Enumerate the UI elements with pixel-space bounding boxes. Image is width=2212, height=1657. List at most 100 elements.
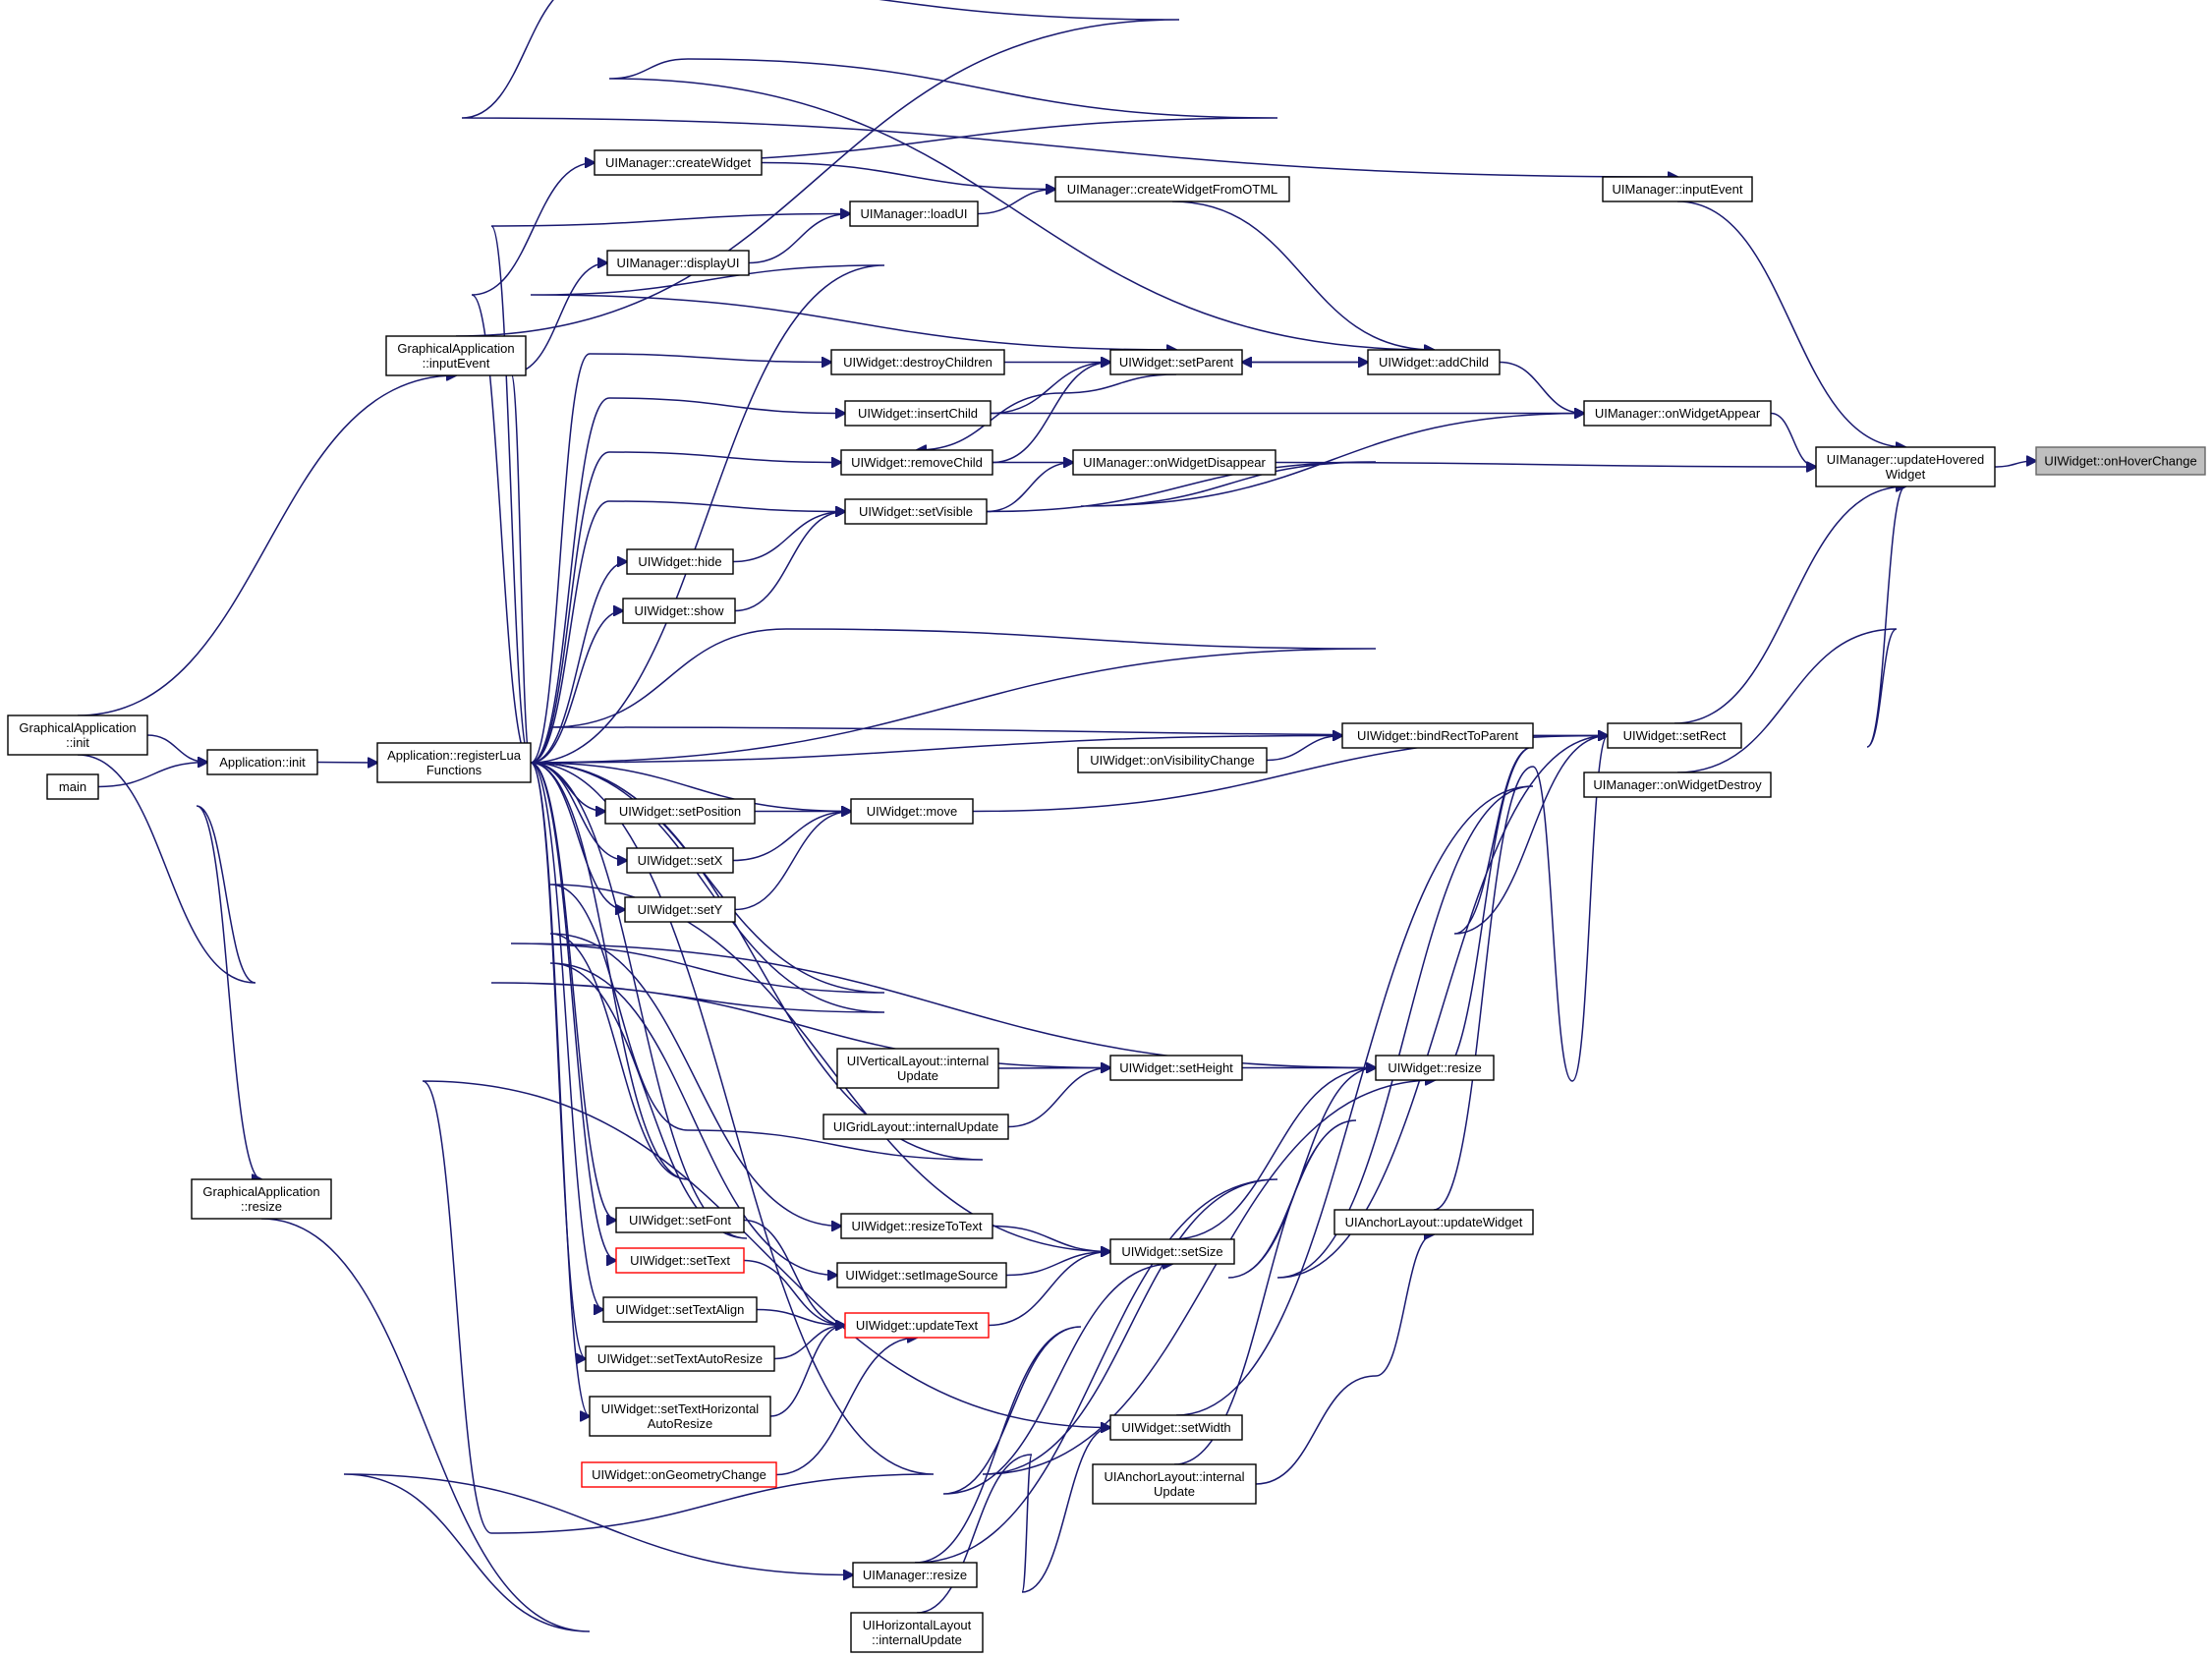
node-on-widget-destroy[interactable]: UIManager::onWidgetDestroy: [1583, 771, 1772, 798]
node-label: UIWidget::setPosition: [619, 804, 741, 819]
node-label: UIWidget::removeChild: [851, 455, 983, 470]
edge-ga_init-to-ga_input_event: [77, 375, 456, 716]
edge-register_lua-to-set_rect: [530, 628, 1608, 764]
node-label: UIWidget::setTextHorizontal: [601, 1401, 760, 1416]
node-set-height[interactable]: UIWidget::setHeight: [1109, 1055, 1243, 1081]
edge-register_lua-to-load_ui: [490, 214, 850, 764]
node-label: UIManager::onWidgetDisappear: [1083, 455, 1266, 470]
node-show[interactable]: UIWidget::show: [622, 598, 736, 624]
node-on-geometry-change[interactable]: UIWidget::onGeometryChange: [581, 1461, 777, 1488]
edge-register_lua-to-display_ui: [510, 263, 607, 764]
node-set-text-align[interactable]: UIWidget::setTextAlign: [602, 1296, 758, 1323]
edge-hide-to-set_visible: [732, 512, 845, 563]
node-label: Application::init: [219, 755, 306, 770]
node-ga-init[interactable]: GraphicalApplication::init: [7, 714, 148, 756]
node-display-ui[interactable]: UIManager::displayUI: [606, 250, 750, 276]
edge-input_event_mgr-to-update_hovered: [1676, 200, 1905, 447]
edge-set_size-to-resize: [1171, 1068, 1376, 1240]
edge-set_rect-to-update_hovered: [1673, 486, 1905, 724]
edge-set_image_source-to-set_size: [1005, 1252, 1110, 1277]
node-label: UIWidget::setText: [630, 1253, 730, 1268]
edge-on_geometry_change-to-update_text: [775, 1338, 917, 1476]
node-resize-to-text[interactable]: UIWidget::resizeToText: [840, 1213, 993, 1239]
edge-register_lua-to-show: [530, 611, 623, 764]
node-set-y[interactable]: UIWidget::setY: [624, 896, 736, 923]
node-label: ::resize: [241, 1199, 282, 1214]
edge-create_widget-to-create_from_otml: [761, 161, 1055, 190]
node-manager-resize[interactable]: UIManager::resize: [852, 1562, 978, 1588]
node-set-position[interactable]: UIWidget::setPosition: [604, 798, 756, 825]
node-create-widget[interactable]: UIManager::createWidget: [594, 149, 763, 176]
node-update-text[interactable]: UIWidget::updateText: [844, 1312, 990, 1339]
node-hide[interactable]: UIWidget::hide: [626, 548, 734, 575]
node-resize[interactable]: UIWidget::resize: [1375, 1055, 1495, 1081]
node-label: UIWidget::move: [867, 804, 957, 819]
node-label: Update: [1154, 1484, 1195, 1499]
node-create-from-otml[interactable]: UIManager::createWidgetFromOTML: [1054, 176, 1290, 202]
node-add-child[interactable]: UIWidget::addChild: [1367, 349, 1501, 375]
node-load-ui[interactable]: UIManager::loadUI: [849, 200, 979, 227]
node-set-visible[interactable]: UIWidget::setVisible: [844, 498, 988, 525]
node-bind-rect[interactable]: UIWidget::bindRectToParent: [1341, 722, 1534, 749]
node-set-image-source[interactable]: UIWidget::setImageSource: [836, 1262, 1007, 1288]
edge-register_lua-to-set_text: [530, 762, 616, 1261]
node-set-width[interactable]: UIWidget::setWidth: [1109, 1414, 1243, 1441]
node-anchor-internal-update[interactable]: UIAnchorLayout::internalUpdate: [1092, 1463, 1257, 1505]
node-on-hover-change[interactable]: UIWidget::onHoverChange: [2035, 446, 2206, 476]
edge-manager_resize-to-set_size: [914, 1264, 1172, 1564]
node-input-event-mgr[interactable]: UIManager::inputEvent: [1602, 176, 1753, 202]
node-horizontal-layout[interactable]: UIHorizontalLayout::internalUpdate: [850, 1612, 984, 1653]
node-destroy-children[interactable]: UIWidget::destroyChildren: [830, 349, 1005, 375]
node-set-x[interactable]: UIWidget::setX: [626, 847, 734, 874]
node-remove-child[interactable]: UIWidget::removeChild: [840, 449, 993, 476]
node-label: UIManager::onWidgetDestroy: [1593, 777, 1762, 792]
edge-grid_layout-to-set_height: [1007, 1068, 1110, 1128]
edge-set_x-to-move: [732, 812, 851, 862]
edge-register_lua-to-set_visible: [530, 500, 845, 764]
node-move[interactable]: UIWidget::move: [850, 798, 974, 825]
node-set-text-auto-resize[interactable]: UIWidget::setTextAutoResize: [585, 1345, 775, 1372]
node-set-size[interactable]: UIWidget::setSize: [1109, 1238, 1235, 1265]
edge-set_text-to-update_text: [743, 1259, 845, 1326]
node-set-parent[interactable]: UIWidget::setParent: [1109, 349, 1243, 375]
edge-set_text_auto_resize-to-update_text: [773, 1326, 845, 1360]
node-grid-layout[interactable]: UIGridLayout::internalUpdate: [822, 1114, 1009, 1140]
node-insert-child[interactable]: UIWidget::insertChild: [844, 400, 992, 427]
node-set-text[interactable]: UIWidget::setText: [615, 1247, 745, 1274]
edge-register_lua-to-set_font: [530, 762, 616, 1221]
node-set-font[interactable]: UIWidget::setFont: [615, 1207, 745, 1233]
node-label: UIWidget::onVisibilityChange: [1090, 753, 1254, 768]
node-label: main: [59, 779, 86, 794]
node-label: UIWidget::updateText: [856, 1318, 979, 1333]
edge-anchor_update_widget-to-set_rect: [1433, 736, 1608, 1211]
edge-show-to-set_visible: [734, 512, 845, 612]
node-anchor-update-widget[interactable]: UIAnchorLayout::updateWidget: [1333, 1209, 1534, 1235]
node-label: UIHorizontalLayout: [863, 1618, 972, 1632]
edge-create_from_otml-to-add_child: [1171, 200, 1434, 350]
node-on-widget-appear[interactable]: UIManager::onWidgetAppear: [1583, 400, 1772, 427]
node-main[interactable]: main: [46, 773, 99, 800]
node-label: UIWidget::onHoverChange: [2044, 454, 2196, 469]
node-label: UIWidget::bindRectToParent: [1357, 728, 1518, 743]
edge-on_widget_appear-to-update_hovered: [1770, 412, 1816, 468]
edge-register_lua-to-set_height: [490, 762, 1110, 1068]
edge-set_text_horiz_auto_resize-to-update_text: [769, 1326, 845, 1417]
node-ga-input-event[interactable]: GraphicalApplication::inputEvent: [385, 335, 527, 376]
node-app-init[interactable]: Application::init: [206, 749, 318, 775]
edge-register_lua-to-set_image_source: [530, 762, 837, 1276]
node-on-visibility-change[interactable]: UIWidget::onVisibilityChange: [1077, 747, 1268, 773]
node-on-widget-disappear[interactable]: UIManager::onWidgetDisappear: [1072, 449, 1276, 476]
edge-on_widget_disappear-to-update_hovered: [1275, 463, 1816, 468]
edge-anchor_internal_update-to-resize: [1173, 1068, 1376, 1465]
node-ga-resize[interactable]: GraphicalApplication::resize: [191, 1178, 332, 1220]
node-set-rect[interactable]: UIWidget::setRect: [1607, 722, 1742, 749]
edge-load_ui-to-create_from_otml: [977, 190, 1055, 215]
node-label: UIWidget::setX: [638, 853, 723, 868]
node-vertical-layout[interactable]: UIVerticalLayout::internalUpdate: [836, 1048, 999, 1089]
node-label: UIManager::createWidgetFromOTML: [1067, 182, 1278, 197]
node-label: UIManager::loadUI: [860, 206, 967, 221]
node-label: UIWidget::setParent: [1119, 355, 1234, 370]
